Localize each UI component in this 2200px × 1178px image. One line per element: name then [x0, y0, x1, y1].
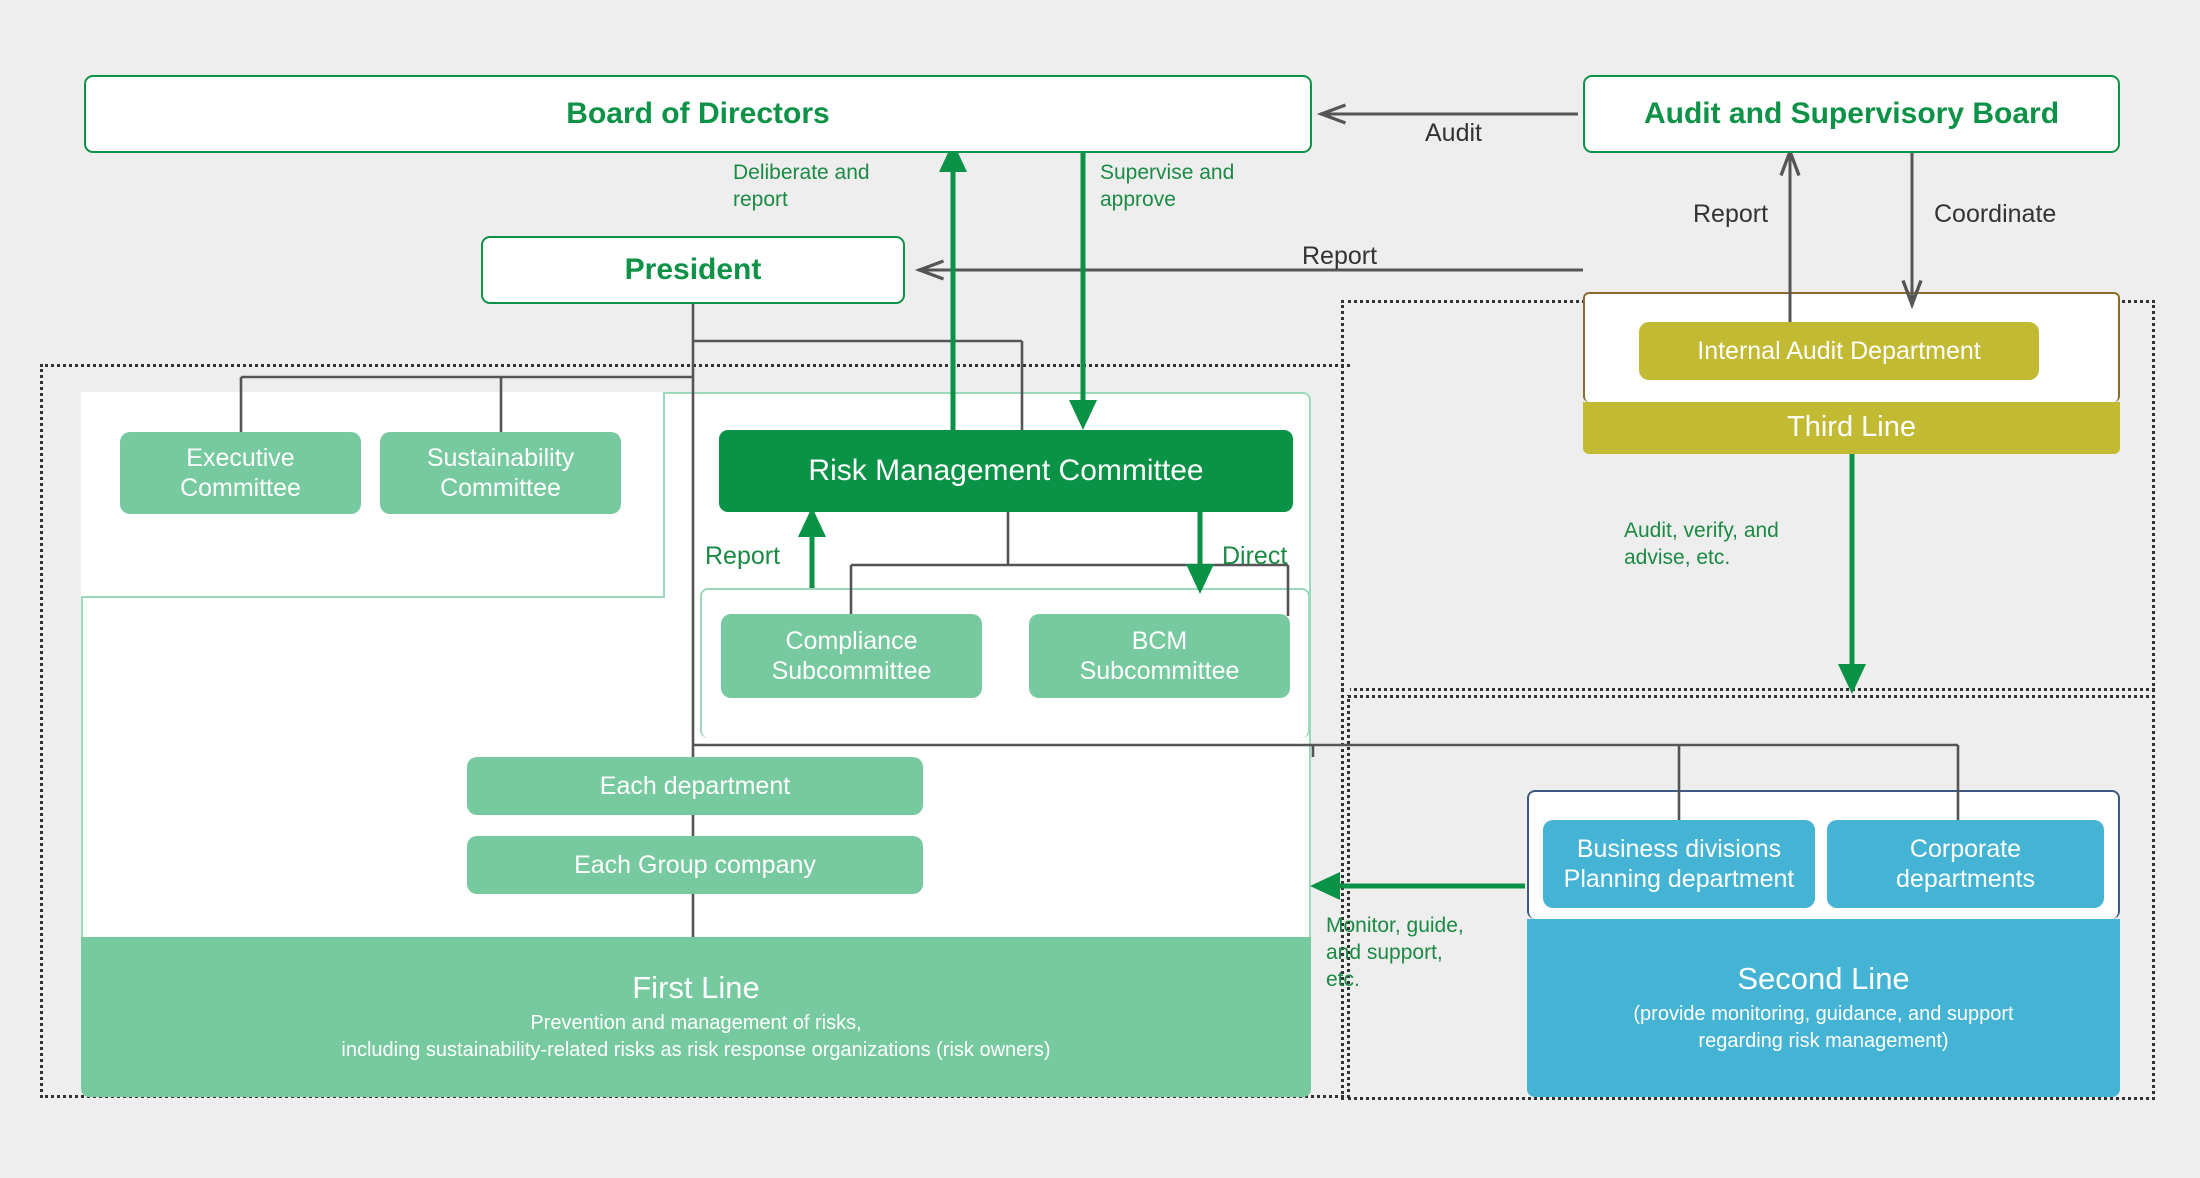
- second-line-band: Second Line (provide monitoring, guidanc…: [1527, 919, 2120, 1097]
- business-divisions-box[interactable]: Business divisions Planning department: [1543, 820, 1815, 908]
- corporate-departments-label: Corporate departments: [1896, 834, 2035, 894]
- compliance-subcommittee-box[interactable]: Compliance Subcommittee: [721, 614, 982, 698]
- sustainability-committee-label: Sustainability Committee: [426, 443, 575, 503]
- direct-flow-label: Direct: [1222, 542, 1288, 570]
- risk-management-committee-label: Risk Management Committee: [808, 453, 1204, 487]
- audit-supervisory-board-label: Audit and Supervisory Board: [1643, 96, 2060, 130]
- audit-flow-label: Audit: [1425, 119, 1482, 147]
- bcm-subcommittee-box[interactable]: BCM Subcommittee: [1029, 614, 1290, 698]
- first-line-title: First Line: [632, 969, 760, 1005]
- each-group-company-label: Each Group company: [574, 850, 816, 879]
- internal-audit-department-label: Internal Audit Department: [1697, 336, 1981, 365]
- each-department-label: Each department: [599, 771, 791, 800]
- first-line-subtitle: Prevention and management of risks, incl…: [341, 1012, 1051, 1062]
- president-box[interactable]: President: [481, 236, 905, 304]
- risk-management-committee-box[interactable]: Risk Management Committee: [719, 430, 1293, 512]
- deliberate-report-flow-label: Deliberate and report: [733, 161, 870, 211]
- executive-committee-label: Executive Committee: [180, 443, 301, 503]
- first-line-band: First Line Prevention and management of …: [81, 937, 1311, 1097]
- second-line-scope-region: [1341, 688, 2155, 1100]
- board-of-directors-box[interactable]: Board of Directors: [84, 75, 1312, 153]
- audit-supervisory-board-box[interactable]: Audit and Supervisory Board: [1583, 75, 2120, 153]
- board-of-directors-label: Board of Directors: [566, 96, 830, 130]
- third-line-title: Third Line: [1787, 411, 1916, 444]
- corporate-departments-box[interactable]: Corporate departments: [1827, 820, 2104, 908]
- sustainability-committee-box[interactable]: Sustainability Committee: [380, 432, 621, 514]
- compliance-subcommittee-label: Compliance Subcommittee: [771, 626, 932, 686]
- report-rmc-flow-label: Report: [705, 542, 781, 570]
- each-group-company-box[interactable]: Each Group company: [467, 836, 923, 894]
- third-line-band: Third Line: [1583, 402, 2120, 454]
- second-line-title: Second Line: [1737, 960, 1910, 996]
- coordinate-flow-label: Coordinate: [1934, 200, 2057, 228]
- supervise-approve-flow-label: Supervise and approve: [1100, 161, 1235, 211]
- each-department-box[interactable]: Each department: [467, 757, 923, 815]
- internal-audit-department-box[interactable]: Internal Audit Department: [1639, 322, 2039, 380]
- report-asb-flow-label: Report: [1693, 200, 1769, 228]
- business-divisions-label: Business divisions Planning department: [1563, 834, 1795, 894]
- president-label: President: [624, 252, 762, 286]
- second-line-subtitle: (provide monitoring, guidance, and suppo…: [1633, 1003, 2014, 1053]
- monitor-guide-support-flow-label: Monitor, guide, and support, etc.: [1326, 914, 1464, 991]
- bcm-subcommittee-label: BCM Subcommittee: [1079, 626, 1240, 686]
- report-president-flow-label: Report: [1302, 242, 1378, 270]
- executive-committee-box[interactable]: Executive Committee: [120, 432, 361, 514]
- audit-verify-advise-flow-label: Audit, verify, and advise, etc.: [1624, 519, 1779, 569]
